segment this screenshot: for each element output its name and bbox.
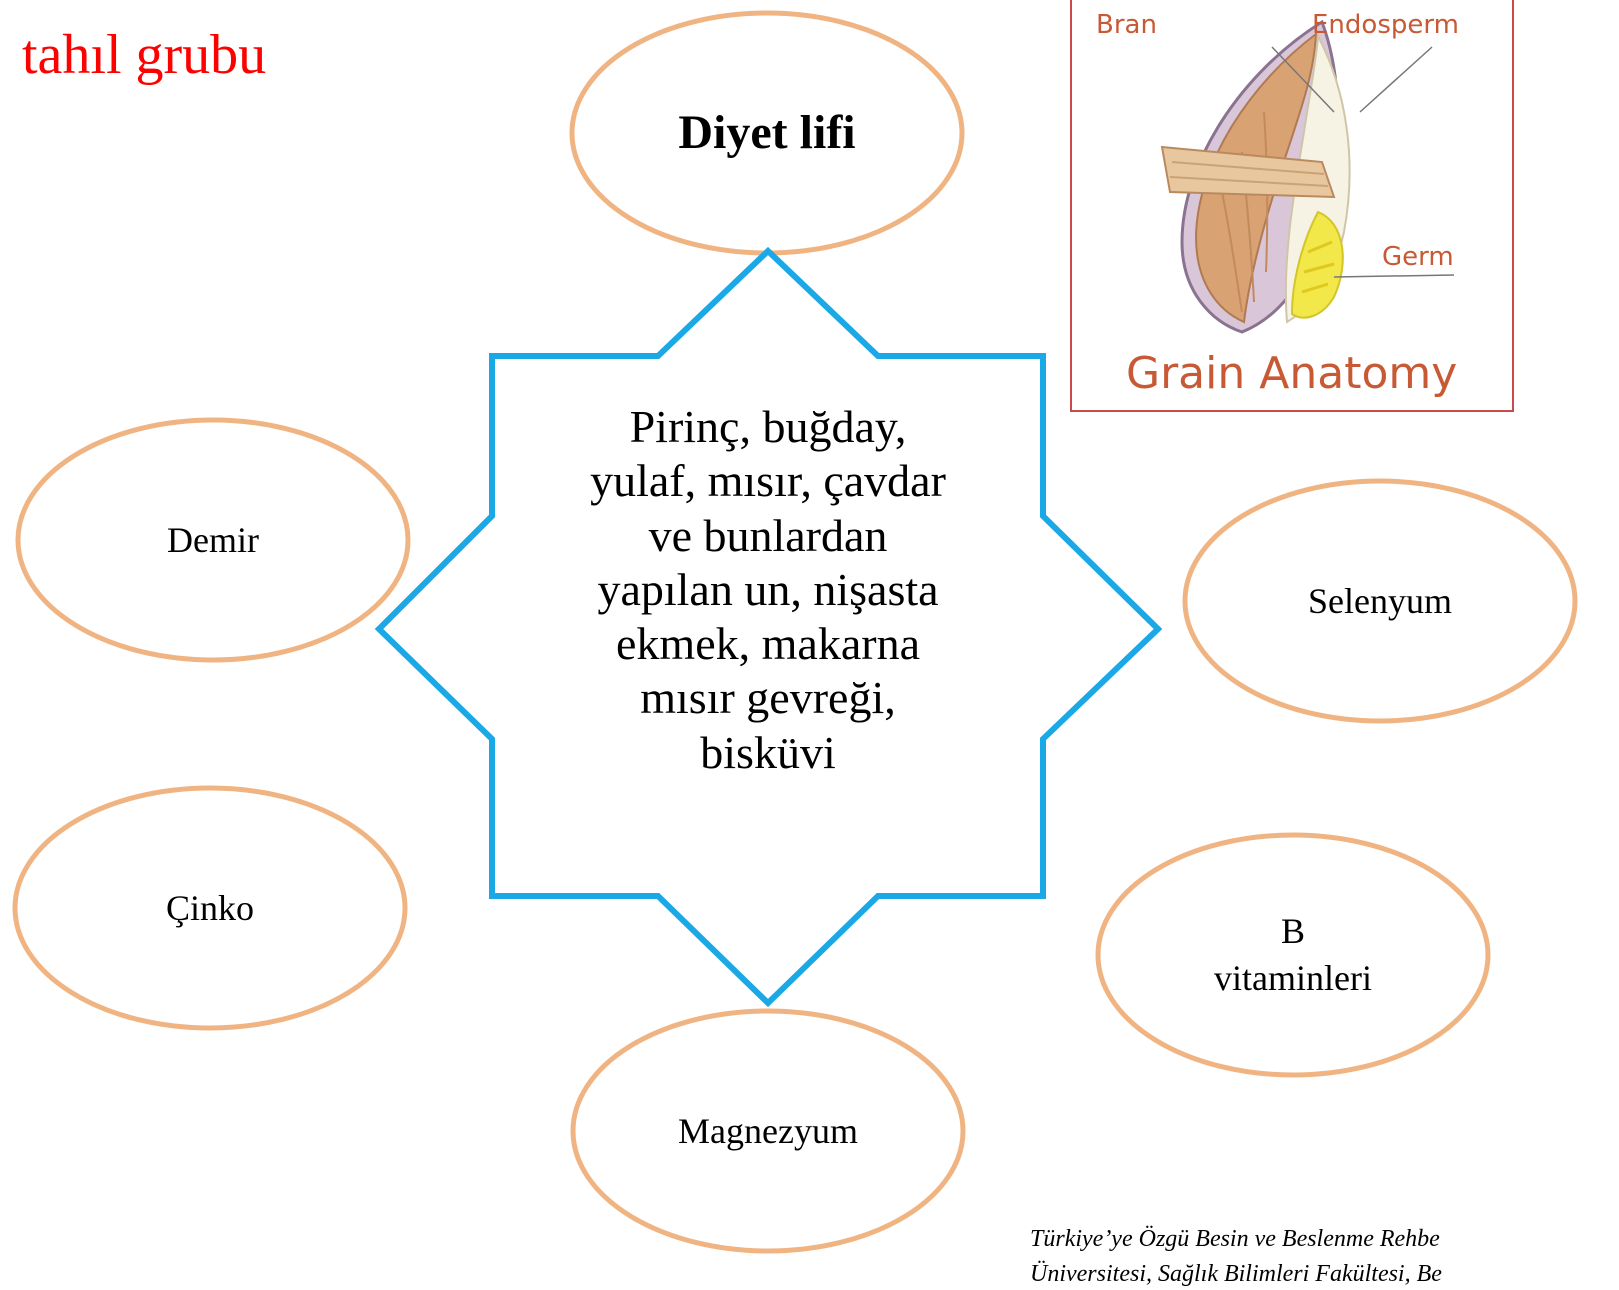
grain-anatomy-figure: Bran Endosperm Germ Grain Anatomy — [1070, 0, 1514, 412]
label-b-vitaminleri-line1: B — [1281, 908, 1305, 955]
label-b-vitaminleri: B vitaminleri — [1098, 905, 1488, 1005]
center-line: Pirinç, buğday, — [498, 400, 1038, 454]
label-magnezyum: Magnezyum — [573, 1101, 963, 1161]
label-demir: Demir — [18, 510, 408, 570]
center-line: bisküvi — [498, 726, 1038, 780]
grain-caption: Grain Anatomy — [1126, 348, 1457, 399]
center-line: mısır gevreği, — [498, 671, 1038, 725]
citation: Türkiye’ye Özgü Besin ve Beslenme Rehbe … — [1030, 1222, 1442, 1290]
citation-line: Türkiye’ye Özgü Besin ve Beslenme Rehbe — [1030, 1222, 1442, 1257]
label-endosperm: Endosperm — [1312, 10, 1459, 40]
label-diyet-lifi: Diyet lifi — [572, 93, 962, 173]
citation-line: Üniversitesi, Sağlık Bilimleri Fakültesi… — [1030, 1257, 1442, 1290]
label-b-vitaminleri-line2: vitaminleri — [1214, 955, 1372, 1002]
center-line: ve bunlardan — [498, 509, 1038, 563]
center-line: ekmek, makarna — [498, 617, 1038, 671]
label-bran: Bran — [1096, 10, 1157, 40]
center-line: yapılan un, nişasta — [498, 563, 1038, 617]
label-germ: Germ — [1382, 242, 1454, 272]
center-food-list: Pirinç, buğday, yulaf, mısır, çavdar ve … — [498, 400, 1038, 780]
label-selenyum: Selenyum — [1185, 571, 1575, 631]
center-line: yulaf, mısır, çavdar — [498, 454, 1038, 508]
label-cinko: Çinko — [15, 878, 405, 938]
